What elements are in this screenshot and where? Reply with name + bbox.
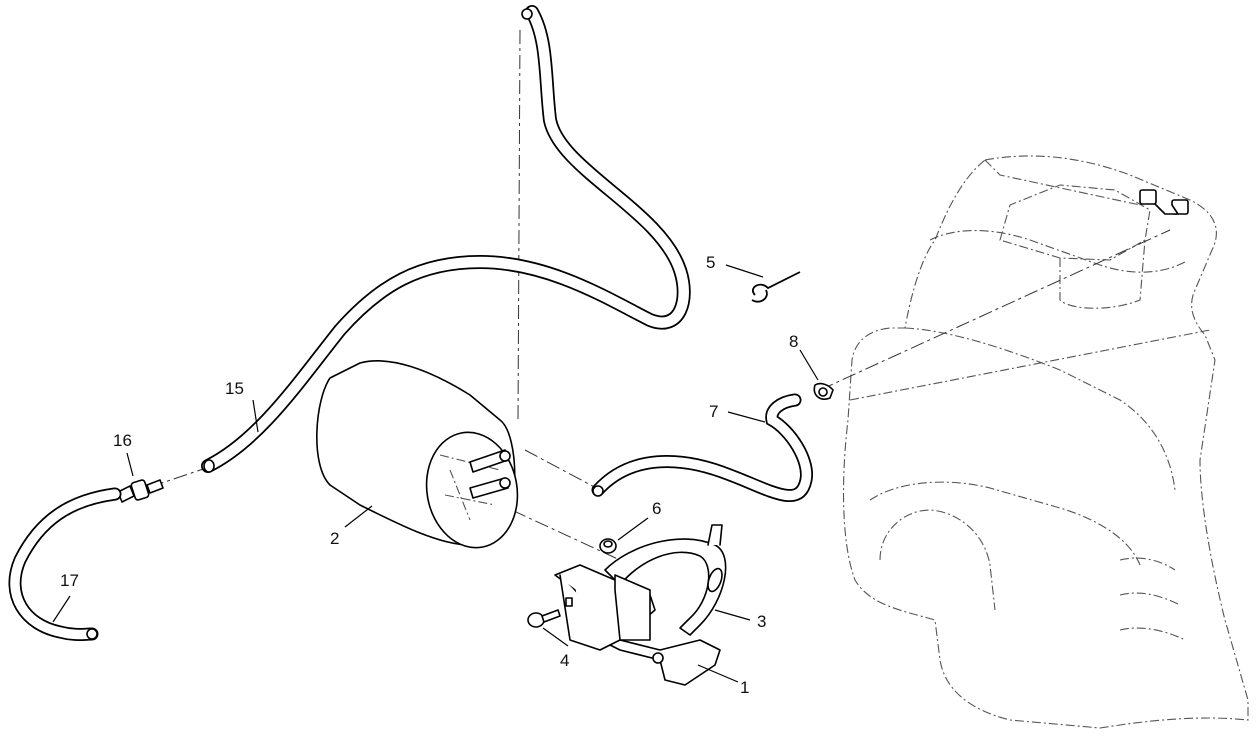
callout-16: 16 [113, 431, 132, 450]
leader-lines [52, 264, 819, 683]
callout-1: 1 [740, 678, 749, 697]
hose-clamp-8 [813, 382, 834, 400]
callout-7: 7 [709, 402, 718, 421]
callout-5: 5 [706, 253, 715, 272]
push-rivet-4 [527, 609, 561, 628]
callout-17: 17 [60, 571, 79, 590]
callout-8: 8 [789, 332, 798, 351]
charcoal-canister [316, 360, 519, 549]
hose-17 [8, 487, 122, 641]
hose-7 [591, 393, 813, 503]
vent-hose-15 [201, 5, 691, 473]
callout-3: 3 [757, 612, 766, 631]
assembly-centerlines [149, 29, 1171, 561]
callout-2: 2 [330, 529, 339, 548]
callout-4: 4 [560, 651, 569, 670]
check-valve-16 [117, 479, 164, 503]
callout-15: 15 [225, 379, 244, 398]
callout-6: 6 [652, 499, 661, 518]
retaining-clip-5 [751, 271, 801, 303]
callout-labels: 15 16 17 2 5 8 7 6 3 4 1 [60, 253, 798, 697]
grommet-6 [599, 538, 617, 554]
fuel-tank-outline [842, 155, 1249, 729]
canister-strap-3 [604, 524, 727, 641]
tank-vent-fitting [1139, 189, 1189, 215]
